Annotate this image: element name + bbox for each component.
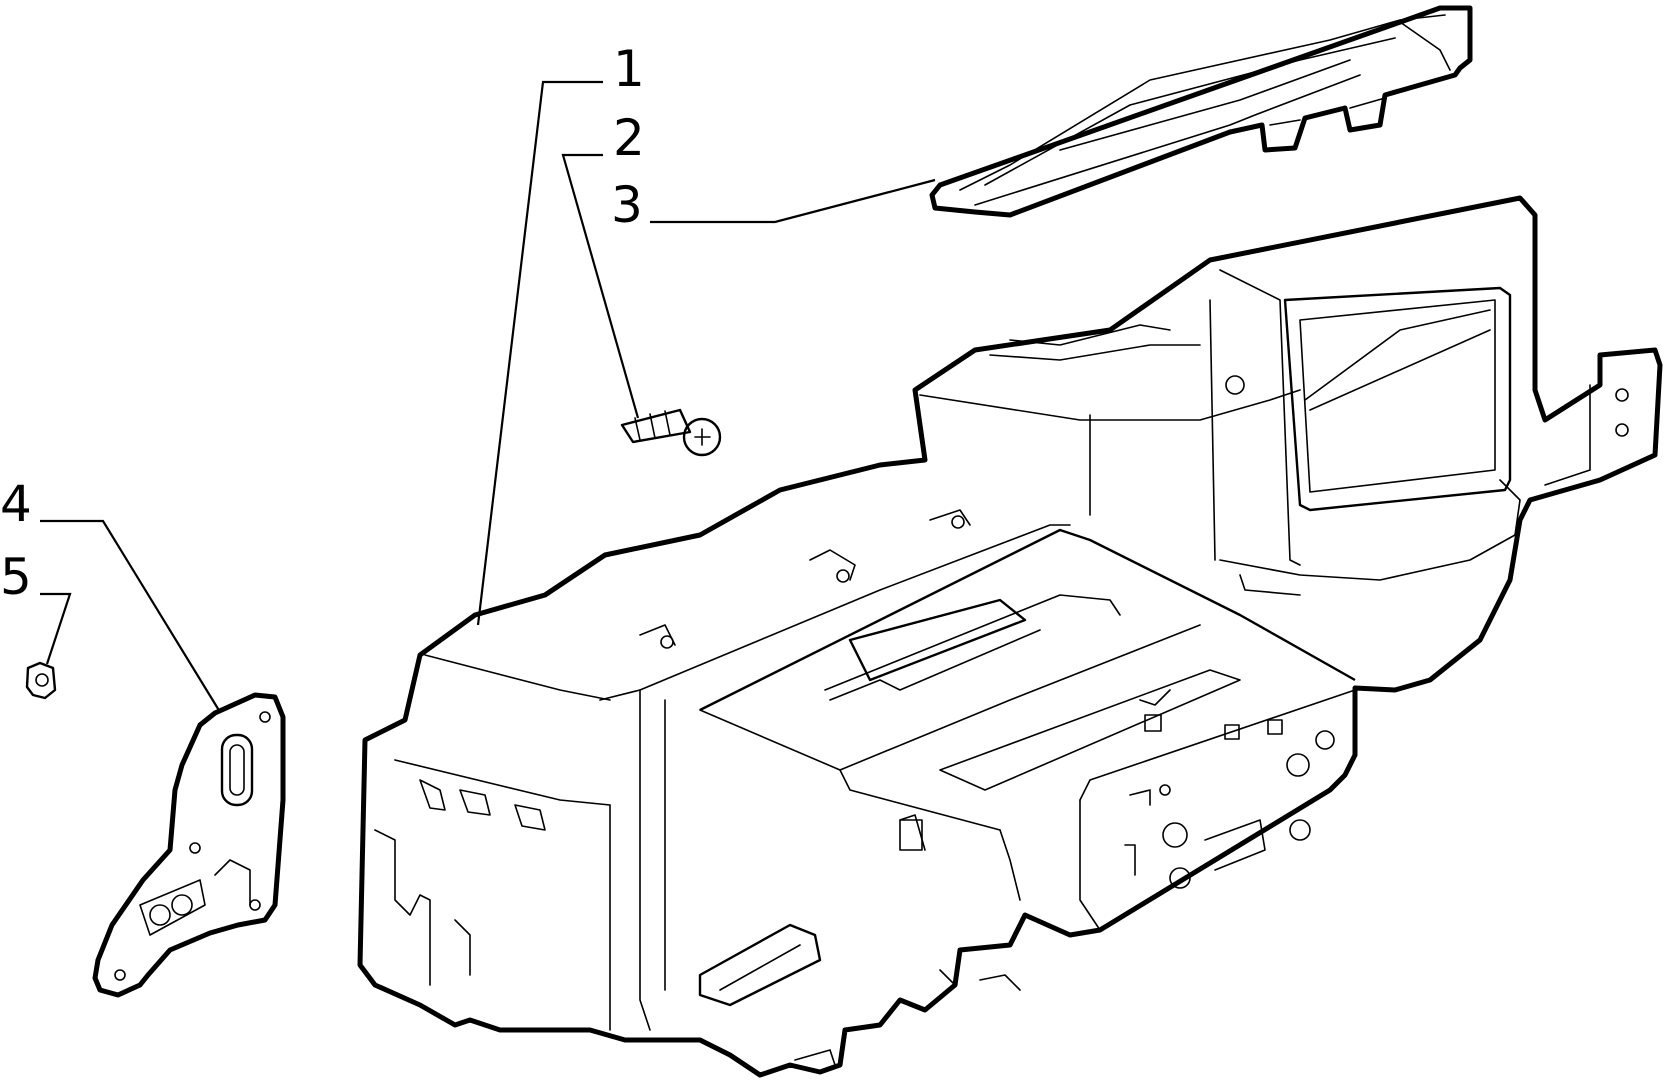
part-4-bracket-plate [92, 692, 286, 998]
leader-1 [476, 80, 603, 626]
callout-4: 4 [0, 475, 32, 533]
callout-2: 2 [613, 109, 645, 167]
leader-4 [40, 519, 221, 713]
leader-5 [40, 592, 72, 665]
callout-1: 1 [613, 40, 645, 98]
leader-2 [561, 153, 640, 419]
part-3-seal-frame [929, 5, 1473, 218]
part-5-nut [25, 661, 57, 700]
callout-5: 5 [0, 548, 32, 606]
part-2-screw [620, 408, 722, 457]
callout-3: 3 [611, 176, 643, 234]
leader-3 [650, 178, 936, 224]
part-1-heater-housing [357, 195, 1663, 1078]
leader-lines [40, 80, 936, 713]
